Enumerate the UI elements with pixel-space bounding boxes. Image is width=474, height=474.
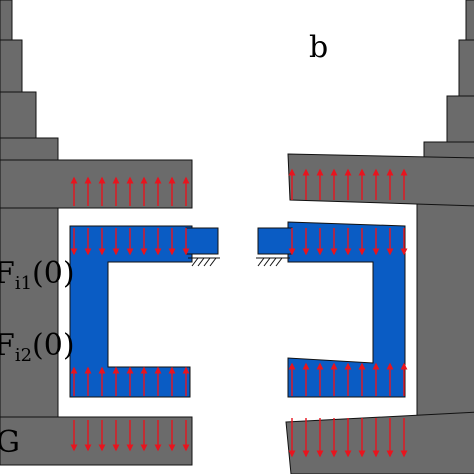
left-fixed-support	[188, 257, 220, 267]
right-blue-clamp	[287, 221, 406, 398]
right-lower-jaw	[285, 411, 474, 474]
left-vertical-body	[0, 159, 59, 466]
left-upper-force-arrows	[70, 176, 190, 206]
left-step-1	[0, 0, 13, 41]
right-upper-force-arrows	[288, 168, 408, 200]
left-step-2	[0, 39, 23, 93]
right-fixed-support	[256, 257, 290, 267]
force-label-2: Fi2(0)	[0, 328, 75, 366]
right-clamp-top-force-arrows	[288, 228, 408, 256]
left-lower-force-arrows	[70, 420, 190, 452]
left-clamp-tongue	[185, 227, 219, 255]
left-upper-jaw	[0, 159, 193, 209]
gravity-label: G	[0, 425, 20, 460]
left-step-3	[0, 91, 37, 139]
left-lower-jaw	[0, 416, 193, 466]
left-clamp-bottom-force-arrows	[70, 366, 190, 396]
right-panel: b	[256, 0, 474, 474]
right-clamp-tongue	[257, 227, 293, 255]
right-vertical-body	[416, 159, 474, 461]
panel-label-b: b	[309, 30, 328, 65]
right-step-2	[458, 39, 474, 97]
left-step-4	[0, 137, 59, 161]
left-clamp-top-force-arrows	[70, 228, 190, 256]
left-panel: Fi1(0) Fi2(0) G	[0, 0, 220, 466]
force-label-1: Fi1(0)	[0, 256, 75, 294]
right-upper-jaw	[287, 153, 474, 207]
right-step-1	[465, 0, 474, 41]
right-step-3	[446, 95, 474, 143]
right-clamp-bottom-force-arrows	[288, 362, 408, 396]
right-lower-force-arrows	[288, 418, 408, 458]
